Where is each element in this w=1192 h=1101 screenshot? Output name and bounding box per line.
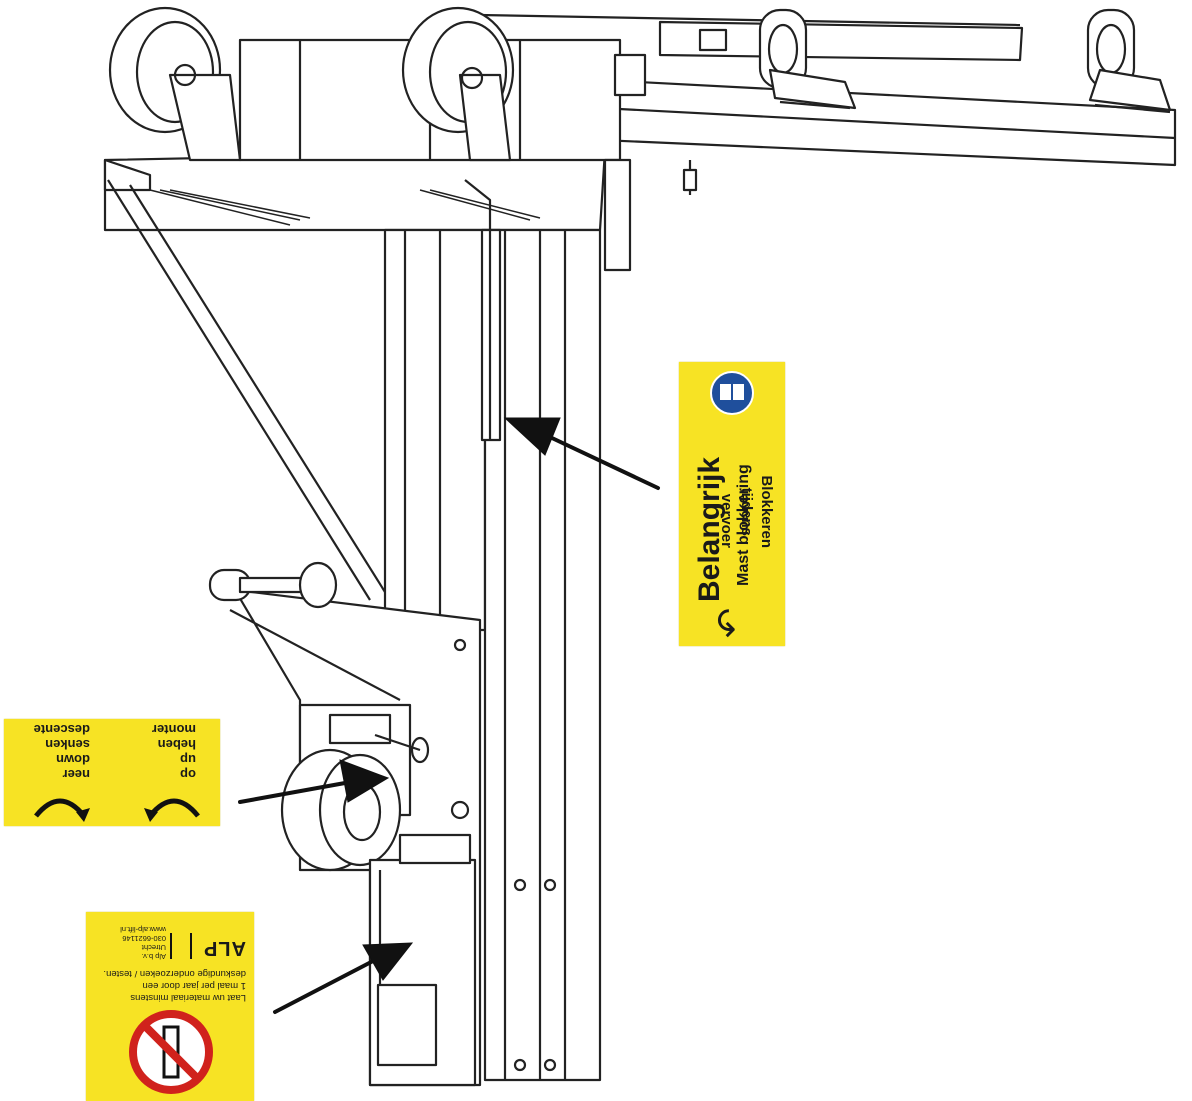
front-wheel-left (108, 6, 242, 162)
lift-logo-icon (170, 933, 192, 959)
direction-text: descente (33, 722, 90, 737)
gearbox (368, 833, 557, 1087)
direction-text: senken (45, 737, 90, 752)
winch-drum (280, 703, 430, 872)
direction-label: op up heben monter neer down senken desc… (4, 719, 220, 826)
maintenance-label: Laat uw materiaal minstens 1 maal per ja… (86, 912, 254, 1101)
direction-left-column: op up heben monter (152, 722, 196, 782)
label-line-1: Blokkeren (758, 475, 775, 548)
prohibition-icon (129, 1010, 213, 1094)
brand-logo: ALP (203, 937, 246, 959)
front-wheel-center (401, 6, 515, 162)
curved-arrow-icon (144, 784, 204, 822)
direction-right-column: neer down senken descente (34, 722, 90, 782)
read-manual-icon (710, 371, 754, 415)
base-arm (479, 13, 1177, 167)
company-line: Alp b.v. (141, 952, 166, 961)
mast-lock-label: ↶ Belangrijk Mast blokkering Blokkeren t… (679, 362, 785, 646)
pointer-arrows (238, 417, 660, 1014)
maintenance-line: deskundige onderzoeken / testen. (103, 968, 246, 979)
caster-wheel-mid (758, 8, 857, 110)
company-details: Alp b.v. Utrecht 030-6621146 www.alp-lif… (120, 925, 166, 961)
company-line: 030-6621146 (122, 934, 166, 943)
maintenance-text: Laat uw materiaal minstens 1 maal per ja… (103, 967, 246, 1003)
direction-text: monter (151, 722, 196, 737)
maintenance-line: 1 maal per jaar door een (142, 980, 246, 991)
direction-text: heben (157, 737, 196, 752)
mast (383, 179, 602, 1082)
company-line: Utrecht (141, 943, 166, 952)
label-line-3: vervoer (718, 493, 735, 548)
direction-text: up (180, 752, 196, 767)
diagonal-brace (107, 179, 391, 601)
direction-text: op (180, 767, 196, 782)
maintenance-line: Laat uw materiaal minstens (130, 992, 246, 1003)
curved-arrow-icon (30, 784, 90, 822)
hatched-plate (149, 189, 541, 226)
direction-text: down (56, 752, 90, 767)
direction-text: neer (62, 767, 90, 782)
company-line: www.alp-lift.nl (120, 925, 166, 934)
caster-wheel-right (1086, 8, 1172, 114)
label-line-2: tijdens (738, 487, 755, 536)
